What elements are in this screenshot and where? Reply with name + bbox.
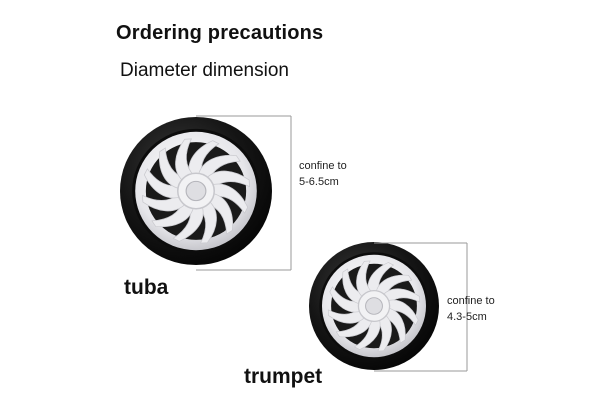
small-wheel-size-line2: 4.3-5cm <box>447 311 487 323</box>
small-wheel-label: trumpet <box>244 365 323 388</box>
large-wheel-icon <box>119 116 273 266</box>
large-wheel-label: tuba <box>124 276 169 299</box>
large-wheel-size-note: confine to 5-6.5cm <box>299 158 347 190</box>
small-wheel-size-line1: confine to <box>447 295 495 307</box>
large-wheel-dimension-lines <box>196 115 292 271</box>
page-subtitle: Diameter dimension <box>120 60 289 81</box>
small-wheel-dimension-lines <box>374 242 468 372</box>
page-title: Ordering precautions <box>116 22 324 44</box>
small-wheel-icon <box>308 241 440 371</box>
large-wheel-size-line2: 5-6.5cm <box>299 176 339 188</box>
large-wheel-size-line1: confine to <box>299 160 347 172</box>
small-wheel-size-note: confine to 4.3-5cm <box>447 293 495 325</box>
